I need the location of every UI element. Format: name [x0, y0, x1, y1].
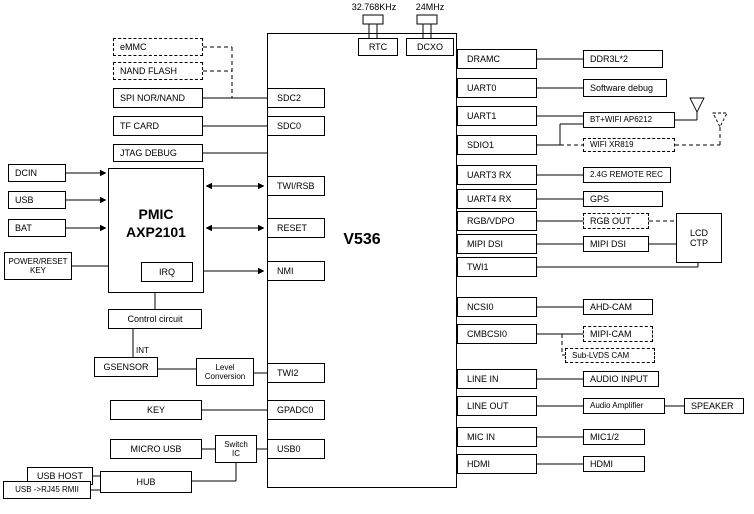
usb-rj45-block: USB ->RJ45 RMII: [3, 481, 91, 499]
pin-gpadc0: GPADC0: [267, 400, 325, 420]
pin-uart3-rx: UART3 RX: [457, 165, 537, 185]
pin-uart1: UART1: [457, 106, 537, 126]
hdmi-ext-block: HDMI: [583, 456, 645, 472]
pin-cmbcsi0: CMBCSI0: [457, 324, 537, 344]
hub-block: HUB: [100, 471, 192, 493]
pin-hdmi: HDMI: [457, 454, 537, 474]
level-conversion-line1: Level: [215, 362, 235, 372]
pin-ncsi0: NCSI0: [457, 297, 537, 317]
rtc-block: RTC: [358, 38, 398, 56]
pin-rgb-vdpo: RGB/VDPO: [457, 211, 537, 231]
switch-ic-block: Switch IC: [215, 435, 257, 463]
irq-block: IRQ: [141, 262, 193, 282]
audio-amplifier-block: Audio Amplifier: [583, 398, 665, 414]
switch-ic-line2: IC: [232, 449, 240, 458]
int-label: INT: [136, 346, 149, 355]
bt-wifi-block: BT+WIFI AP6212: [583, 112, 675, 128]
pin-sdio1: SDIO1: [457, 135, 537, 155]
bat-block: BAT: [8, 219, 66, 237]
crystal-32khz-icon: [362, 14, 384, 25]
nand-flash-block: NAND FLASH: [113, 62, 203, 80]
pin-nmi: NMI: [267, 261, 325, 281]
speaker-block: SPEAKER: [684, 398, 744, 414]
mipi-cam-block: MIPI-CAM: [583, 326, 653, 342]
pin-twi1: TWI1: [457, 257, 537, 277]
mic12-block: MIC1/2: [583, 429, 645, 445]
antenna-dashed-icon: [712, 112, 728, 129]
gps-block: GPS: [583, 191, 663, 207]
pin-twi-rsb: TWI/RSB: [267, 176, 325, 196]
ddr-block: DDR3L*2: [583, 50, 663, 68]
ahd-cam-block: AHD-CAM: [583, 299, 653, 315]
antenna-icon: [689, 97, 705, 114]
usb-power-block: USB: [8, 191, 66, 209]
pin-usb0: USB0: [267, 439, 325, 459]
crystal-24mhz-icon: [416, 14, 438, 25]
pin-mic-in: MIC IN: [457, 427, 537, 447]
micro-usb-block: MICRO USB: [110, 439, 202, 459]
pin-sdc0: SDC0: [267, 116, 325, 136]
gsensor-block: GSENSOR: [94, 357, 158, 377]
pin-mipi-dsi: MIPI DSI: [457, 234, 537, 254]
control-circuit-block: Control circuit: [108, 309, 202, 329]
tf-card-block: TF CARD: [113, 116, 203, 136]
pin-uart4-rx: UART4 RX: [457, 189, 537, 209]
lcd-ctp-line1: LCD: [689, 227, 708, 238]
pmic-name: PMIC AXP2101: [108, 205, 204, 241]
spi-nor-nand-block: SPI NOR/NAND: [113, 88, 203, 108]
lcd-ctp-block: LCD CTP: [676, 213, 722, 263]
wifi-xr819-block: WIFI XR819: [583, 138, 675, 152]
sub-lvds-cam-block: Sub-LVDS CAM: [565, 348, 655, 363]
level-conversion-block: Level Conversion: [196, 358, 254, 386]
dcxo-freq-label: 24MHz: [415, 2, 445, 12]
soc-name: V536: [343, 231, 381, 248]
pin-sdc2: SDC2: [267, 88, 325, 108]
jtag-debug-block: JTAG DEBUG: [113, 144, 203, 162]
mipi-dsi-ext-block: MIPI DSI: [583, 236, 649, 252]
switch-ic-line1: Switch: [224, 439, 248, 449]
pin-twi2: TWI2: [267, 363, 325, 383]
pmic-name-line1: PMIC: [138, 206, 174, 222]
lcd-ctp-line2: CTP: [690, 238, 708, 248]
dcin-block: DCIN: [8, 164, 66, 182]
rgb-out-block: RGB OUT: [583, 213, 649, 229]
audio-input-block: AUDIO INPUT: [583, 371, 659, 387]
software-debug-block: Software debug: [583, 79, 667, 97]
pmic-name-line2: AXP2101: [126, 224, 186, 241]
rtc-freq-label: 32.768KHz: [351, 2, 397, 12]
pin-uart0: UART0: [457, 78, 537, 98]
power-reset-key-block: POWER/RESET KEY: [4, 252, 72, 280]
emmc-block: eMMC: [113, 38, 203, 56]
dcxo-block: DCXO: [406, 38, 454, 56]
pin-line-out: LINE OUT: [457, 396, 537, 416]
level-conversion-line2: Conversion: [204, 372, 246, 381]
pin-reset: RESET: [267, 218, 325, 238]
remote-rec-block: 2.4G REMOTE REC: [583, 167, 671, 183]
key-block: KEY: [110, 400, 202, 420]
pin-line-in: LINE IN: [457, 369, 537, 389]
pin-dramc: DRAMC: [457, 49, 537, 69]
